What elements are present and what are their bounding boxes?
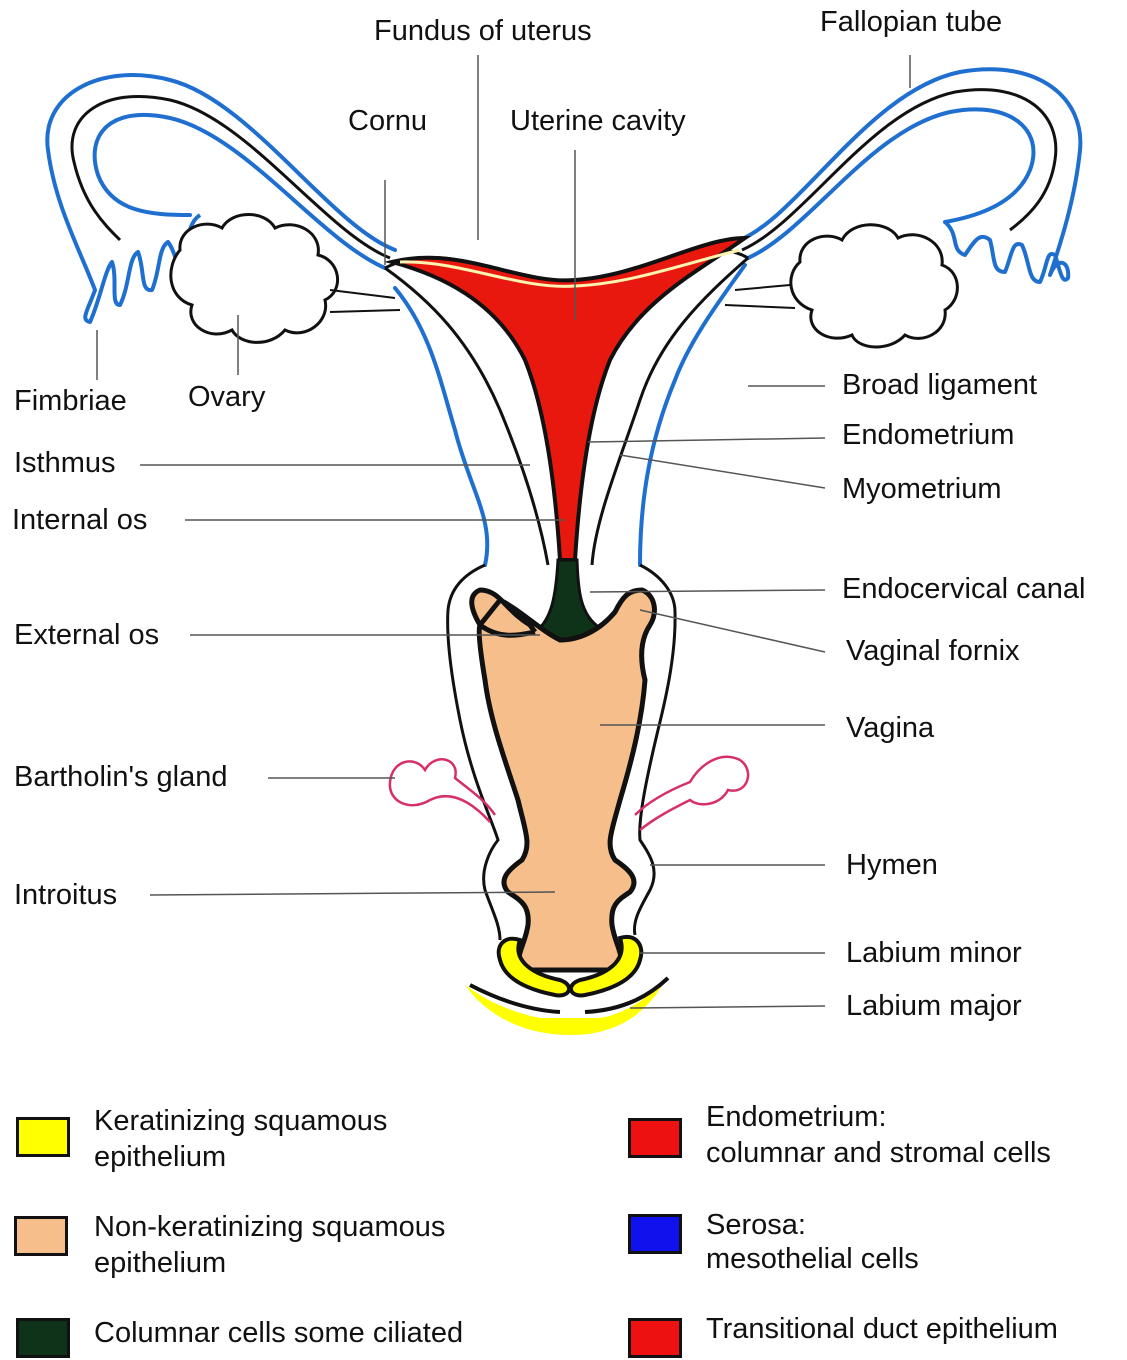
legend-label-endometrium-line2: columnar and stromal cells — [706, 1136, 1051, 1170]
label-introitus: Introitus — [14, 878, 117, 912]
legend-swatch-endometrium — [628, 1118, 682, 1158]
left-ovary — [171, 215, 338, 343]
leader-lines — [97, 55, 910, 1008]
legend-label-endometrium-line1: Endometrium: — [706, 1100, 887, 1134]
label-vaginal-fornix: Vaginal fornix — [846, 634, 1020, 668]
legend-label-columnar: Columnar cells some ciliated — [94, 1316, 463, 1350]
label-endometrium: Endometrium — [842, 418, 1014, 452]
label-fundus-of-uterus: Fundus of uterus — [374, 14, 592, 48]
right-ovary — [791, 225, 958, 347]
legend-swatch-non-keratinizing — [14, 1216, 68, 1256]
legend-label-keratinizing-line1: Keratinizing squamous — [94, 1104, 387, 1138]
label-cornu: Cornu — [348, 104, 427, 138]
label-labium-minor: Labium minor — [846, 936, 1022, 970]
label-endocervical-canal: Endocervical canal — [842, 572, 1085, 606]
label-fimbriae: Fimbriae — [14, 384, 127, 418]
fimbriae-right — [945, 222, 1068, 282]
label-internal-os: Internal os — [12, 503, 147, 537]
label-vagina: Vagina — [846, 711, 934, 745]
vagina-lumen — [472, 590, 655, 970]
label-broad-ligament: Broad ligament — [842, 368, 1037, 402]
label-uterine-cavity: Uterine cavity — [510, 104, 686, 138]
label-labium-major: Labium major — [846, 989, 1022, 1023]
label-hymen: Hymen — [846, 848, 938, 882]
label-myometrium: Myometrium — [842, 472, 1002, 506]
label-isthmus: Isthmus — [14, 446, 116, 480]
legend-swatch-keratinizing — [16, 1117, 70, 1157]
label-external-os: External os — [14, 618, 159, 652]
legend-label-non-keratinizing-line1: Non-keratinizing squamous — [94, 1210, 445, 1244]
legend-label-serosa-line1: Serosa: — [706, 1208, 806, 1242]
legend-swatch-serosa — [628, 1214, 682, 1254]
label-fallopian-tube: Fallopian tube — [820, 5, 1002, 39]
legend-label-non-keratinizing-line2: epithelium — [94, 1246, 226, 1280]
legend-label-transitional: Transitional duct epithelium — [706, 1312, 1058, 1346]
legend-label-serosa-line2: mesothelial cells — [706, 1242, 919, 1276]
label-bartholins-gland: Bartholin's gland — [14, 760, 228, 794]
label-ovary: Ovary — [188, 380, 265, 414]
legend-swatch-columnar — [16, 1318, 70, 1358]
legend-label-keratinizing-line2: epithelium — [94, 1140, 226, 1174]
legend-swatch-transitional — [628, 1318, 682, 1358]
